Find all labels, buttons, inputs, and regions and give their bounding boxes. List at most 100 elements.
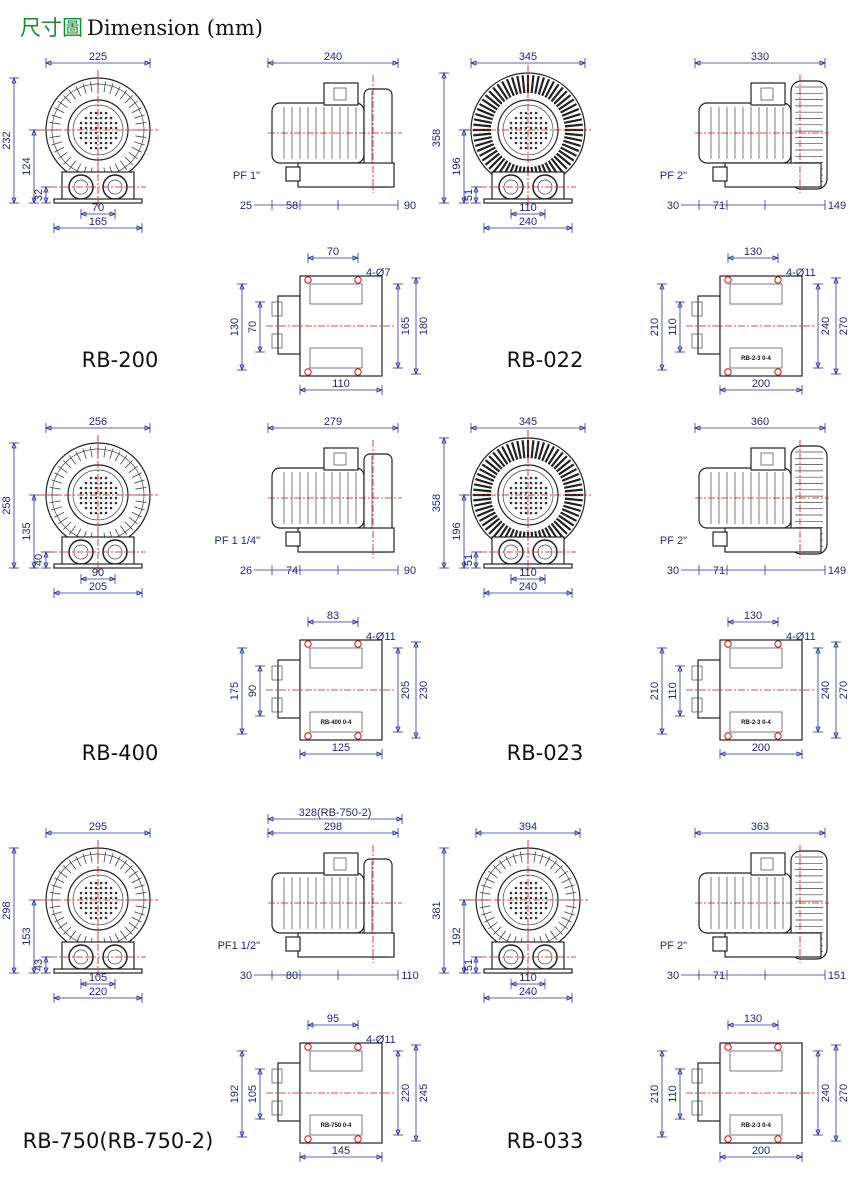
base-hole-spacing-dim-label: 83 [327,610,339,622]
front-height-dim: 358 [431,71,449,205]
impeller-fins [49,446,147,544]
base-w1-dim-label: 240 [820,1084,832,1102]
base-hole-spacing-dim-label: 70 [327,246,339,258]
base-h2-dim: 90 [247,664,265,718]
base-w2-dim-label: 180 [418,317,430,335]
model-name-rb750: RB-750(RB-750-2) [23,1129,214,1153]
front-width-dim: 295 [44,821,152,838]
front-base-height-dim-label: 51 [463,959,475,971]
page-title-en: Dimension (mm) [87,16,263,40]
base-hole-spacing-dim: 130 [726,246,780,263]
side-dim-a-label: 30 [667,970,679,982]
front-base-width-dim-label: 220 [89,986,107,998]
front-port-spacing-dim-label: 110 [519,972,537,984]
side-dim-c-label: 110 [401,970,419,982]
front-height-dim: 381 [431,846,449,975]
base-w1-dim-label: 205 [400,681,412,699]
base-depth-dim-label: 200 [752,378,770,390]
side-dim-a-label: 30 [667,565,679,577]
front-port-spacing-dim: 110 [509,567,547,584]
motor-grill [79,111,118,150]
front-center-height-dim-label: 135 [21,522,33,540]
base-w1-dim: 240 [813,282,832,370]
base-h2-dim: 110 [667,664,685,718]
base-h1-dim-label: 210 [649,318,661,336]
front-width-dim-label: 345 [519,51,537,63]
base-w2-dim-label: 270 [838,1084,850,1102]
base-hole-spacing-dim: 130 [726,1013,780,1030]
front-width-dim-label: 295 [89,821,107,833]
front-base-height-dim: 51 [463,550,481,570]
front-base-width-dim-label: 240 [519,581,537,593]
impeller-fins [479,851,577,949]
base-w2-dim: 180 [411,276,430,376]
front-height-dim-label: 232 [1,131,13,149]
front-width-dim: 345 [469,51,587,68]
base-holes-label: 4-Ø11 [366,631,396,643]
motor-grill [509,881,548,920]
side-length-dim-label: 360 [751,416,769,428]
side-length-dim-label: 279 [324,416,342,428]
base-hole-spacing-dim-label: 130 [744,1013,762,1025]
front-height-dim-label: 358 [431,494,443,512]
front-base-height-dim: 51 [463,185,481,205]
motor-grill [79,881,118,920]
front-port-spacing-dim: 110 [509,202,547,219]
base-w1-dim: 240 [813,646,832,734]
base-holes-label: 4-Ø11 [786,267,816,279]
front-center-height-dim-label: 124 [21,157,33,175]
motor-grill [509,111,548,150]
base-hole-spacing-dim-label: 95 [327,1013,339,1025]
front-width-dim-label: 345 [519,416,537,428]
base-depth-dim: 200 [718,742,804,759]
side-dim-a-label: 30 [667,200,679,212]
base-hole-spacing-dim: 95 [306,1013,360,1030]
side-length-dim: 360 [693,416,827,433]
base-w1-dim-label: 240 [820,681,832,699]
base-h1-dim-label: 130 [229,318,241,336]
base-depth-dim: 145 [298,1145,384,1162]
base-hole-spacing-dim-label: 130 [744,610,762,622]
side-dim-c-label: 90 [404,200,416,212]
front-port-spacing-dim-label: 110 [519,567,537,579]
model-name-rb022: RB-022 [507,348,584,372]
model-name-rb200: RB-200 [82,348,159,372]
front-base-width-dim-label: 240 [519,986,537,998]
front-base-height-dim-label: 51 [463,189,475,201]
page-title-zh: 尺寸圖 [20,16,83,40]
base-h1-dim: 192 [229,1049,247,1139]
side-dim-b-label: 71 [713,200,725,212]
front-width-dim: 225 [44,51,152,68]
base-w2-dim: 230 [411,640,430,740]
front-height-dim: 358 [431,436,449,570]
base-plate-text: RB-400 0-4 [320,720,352,726]
side-length-dim: 240 [266,51,400,68]
base-w1-dim-label: 220 [400,1084,412,1102]
side-dim-c-label: 151 [828,970,846,982]
front-height-dim: 232 [1,76,19,205]
front-base-width-dim-label: 205 [89,581,107,593]
base-h2-dim-label: 110 [667,682,679,700]
base-h2-dim: 110 [667,1067,685,1121]
side-dim-a-label: 30 [240,970,252,982]
motor-grill [509,476,548,515]
side-port-size-label: PF 1" [233,170,260,182]
base-w2-dim-label: 270 [838,681,850,699]
side-dim-b-label: 74 [286,565,298,577]
side-length-dim-label: 330 [751,51,769,63]
side-port-size-label: PF 2" [660,535,687,547]
front-center-height-dim-label: 153 [21,927,33,945]
